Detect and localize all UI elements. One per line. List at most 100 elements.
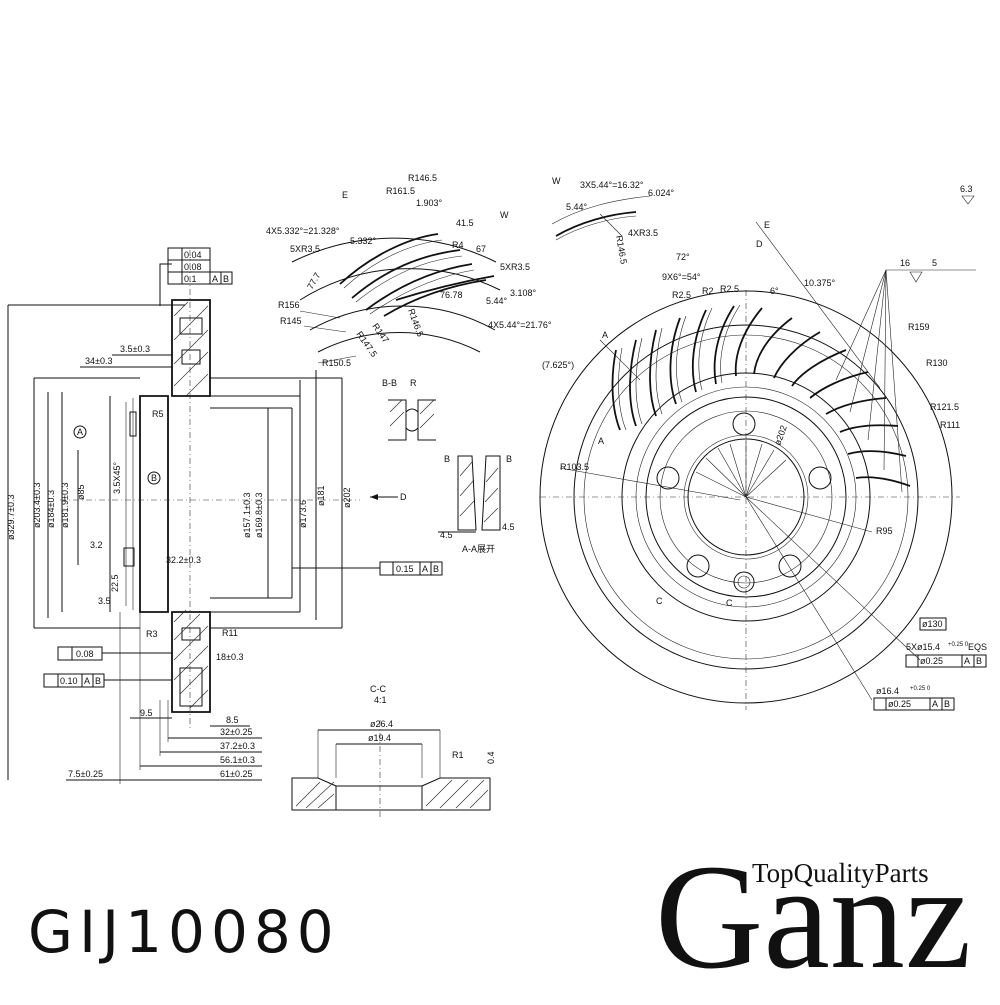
brand-tagline: TopQualityParts: [752, 858, 929, 888]
dim-61: 61±0.25: [220, 769, 252, 779]
dim-157-1: ø157.1±0.3: [242, 493, 252, 538]
section-cc-dia-19-4: ø19.4: [368, 733, 391, 743]
detail-e-5xr3-5: 5XR3.5: [290, 244, 320, 254]
dim-169-8: ø169.8±0.3: [254, 493, 264, 538]
section-aa-b-left: B: [444, 454, 450, 464]
front-9x6: 9X6°=54°: [662, 272, 701, 282]
front-r2-5: R2.5: [672, 290, 691, 300]
front-r111: R111: [940, 420, 960, 430]
front-r103-5: R103.5: [560, 462, 589, 472]
section-bb: B-B R: [382, 378, 436, 441]
dim-9-5: 9.5: [140, 708, 153, 718]
detail-e-r156: R156: [278, 300, 300, 310]
dim-8-5: 8.5: [226, 715, 239, 725]
section-bb-r: R: [410, 378, 417, 388]
dim-18: 18±0.3: [216, 652, 243, 662]
front-10-375: 10.375°: [804, 278, 836, 288]
bolt-holes-eqs: EQS: [968, 642, 987, 652]
roughness-3-2: 3.2: [90, 540, 103, 550]
dim-173-6: ø173.6: [298, 500, 308, 528]
detail-e-4x5-332: 4X5.332°=21.328°: [266, 226, 340, 236]
detail-w-5-44: 5.44°: [566, 202, 588, 212]
front-pcd: ø130: [922, 619, 943, 629]
dim-184: ø184±0.3: [46, 490, 56, 528]
tol-flatness: 0.04: [184, 250, 202, 260]
parallel-ref-a: A: [84, 676, 90, 686]
section-cc-r1: R1: [452, 750, 464, 760]
dim-34: 34±0.3: [85, 356, 112, 366]
dim-37-2: 37.2±0.3: [220, 741, 255, 751]
center-hole-ref-a: A: [932, 699, 938, 709]
front-r95: R95: [876, 526, 893, 536]
front-5: 5: [932, 258, 937, 268]
datum-b: B: [151, 473, 157, 483]
section-cc: C-C 4:1 ø26.4 ø19.4 R1 0.4: [291, 684, 496, 820]
section-cc-0-4: 0.4: [486, 751, 496, 764]
tol-ref-b: B: [223, 274, 229, 284]
dim-32-2: 32.2±0.3: [166, 555, 201, 565]
section-aa-title: A-A展开: [462, 544, 495, 554]
front-r130: R130: [926, 358, 948, 368]
bolt-holes-position: ø0.25: [920, 656, 943, 666]
radius-r5: R5: [152, 409, 164, 419]
detail-w: W 3X5.44°=16.32° 6.024° 5.44° 4XR3.5 R14…: [551, 176, 675, 265]
detail-e-r145: R145: [280, 316, 302, 326]
detail-e-1-903: 1.903°: [416, 198, 443, 208]
detail-e-3-108: 3.108°: [510, 288, 537, 298]
section-aa-4-5-left: 4.5: [440, 530, 453, 540]
front-r121-5: R121.5: [930, 402, 959, 412]
front-dia-202: ø202: [772, 424, 788, 447]
section-view: 0.04 0.08 0.1 A B ø329.7±0.3 ø203.4±0.3 …: [6, 247, 443, 784]
detail-w-label: W: [552, 176, 561, 186]
flatness-value: 0.08: [76, 649, 94, 659]
tol-ref-a: A: [212, 274, 218, 284]
detail-e-w: W: [500, 210, 509, 220]
front-72: 72°: [676, 252, 690, 262]
center-hole-position: ø0.25: [888, 699, 911, 709]
detail-e: E R146.5 R161.5 1.903° 41.5 W 4X5.332°=2…: [266, 173, 552, 368]
bolt-holes-ref-b: B: [976, 656, 982, 666]
parallel-value: 0.10: [60, 676, 78, 686]
bolt-holes-tol: +0.25 0: [948, 642, 969, 648]
detail-e-4x5-44: 4X5.44°=21.76°: [488, 320, 552, 330]
detail-e-label: E: [342, 190, 348, 200]
dim-22-5: 22.5: [110, 574, 120, 592]
dim-7-5: 7.5±0.25: [68, 769, 103, 779]
detail-e-r161-5: R161.5: [386, 186, 415, 196]
dim-203-4: ø203.4±0.3: [32, 483, 42, 528]
chamfer: 3.5X45°: [112, 461, 122, 494]
runout-ref-a: A: [422, 564, 428, 574]
section-aa-b-right: B: [506, 454, 512, 464]
tol-parallel: 0.08: [184, 262, 202, 272]
center-hole-ref-b: B: [944, 699, 950, 709]
radius-r3: R3: [146, 629, 158, 639]
section-cc-scale: 4:1: [374, 695, 387, 705]
front-view: E D 72° 9X6°=54° 10.375° R2.5 R2 R2.5 6°…: [539, 184, 987, 711]
front-r159: R159: [908, 322, 930, 332]
dim-181-9: ø181.9±0.3: [60, 483, 70, 528]
front-roughness-6-3: 6.3: [960, 184, 973, 194]
detail-w-6-024: 6.024°: [648, 188, 675, 198]
detail-e-r4: R4: [452, 240, 464, 250]
front-r2-5-b: R2.5: [720, 284, 739, 294]
dim-329-7: ø329.7±0.3: [6, 495, 16, 540]
detail-e-67: 67: [476, 244, 486, 254]
brand-logo: Ganz: [655, 834, 972, 1000]
center-hole-text: ø16.4: [876, 686, 899, 696]
front-a-top: A: [602, 330, 608, 340]
front-c-left: C: [656, 596, 663, 606]
front-a-bottom: A: [598, 436, 604, 446]
runout-ref-b: B: [433, 564, 439, 574]
dim-181: ø181: [316, 485, 326, 506]
section-aa: B B 4.5 4.5 A-A展开: [438, 454, 515, 554]
front-c-right: C: [726, 598, 733, 608]
datum-a: A: [77, 427, 83, 437]
detail-e-r150-5: R150.5: [322, 358, 351, 368]
parallel-ref-b: B: [95, 676, 101, 686]
section-cc-dia-26-4: ø26.4: [370, 719, 393, 729]
bolt-holes-text: 5Xø15.4: [906, 642, 940, 652]
detail-w-r146-5: R146.5: [614, 235, 629, 265]
runout-value: 0.15: [396, 564, 414, 574]
